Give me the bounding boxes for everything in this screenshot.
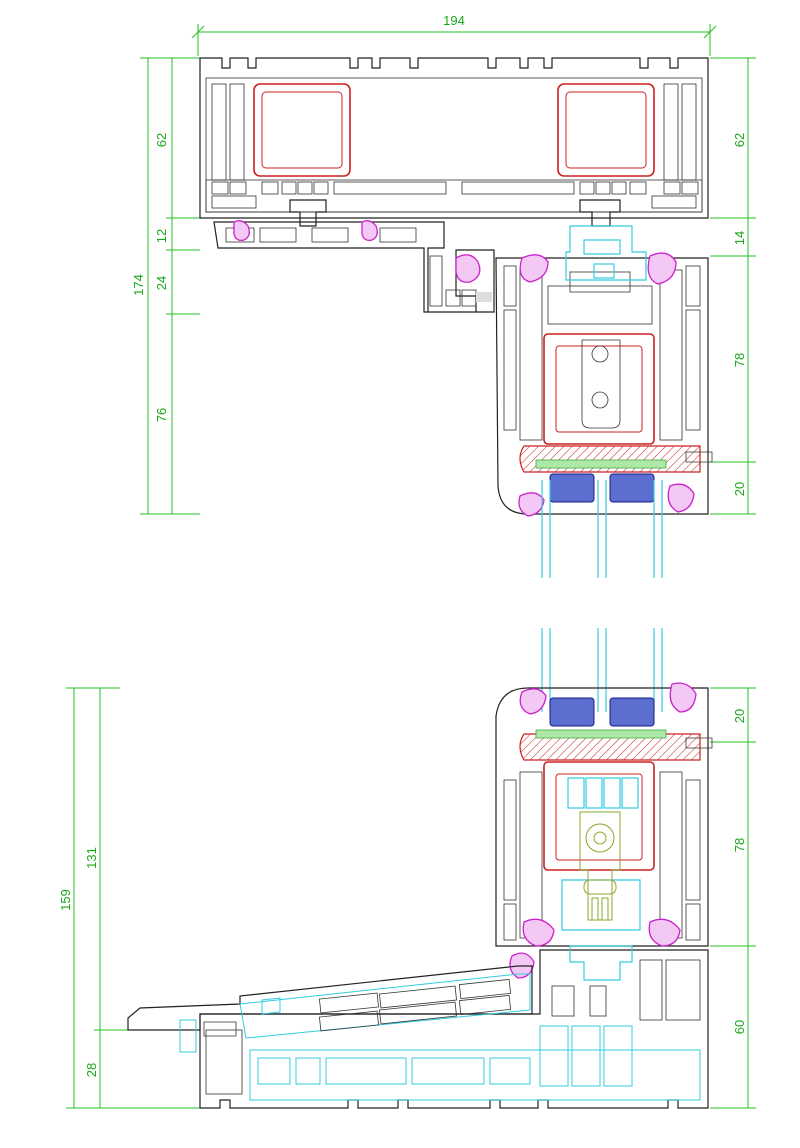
- sill-sash: [495, 682, 713, 947]
- sloped-sill-extension: [127, 965, 533, 1053]
- gasket-sill-sash-3: [522, 918, 555, 947]
- head-left-sash: [213, 220, 495, 313]
- gasket-head-left-3: [455, 254, 481, 283]
- head-frame-profile: [199, 57, 709, 227]
- gasket-sill-sash-1: [519, 688, 547, 715]
- dimension-label-sill-right-frame: 60: [732, 1020, 747, 1034]
- spacer-sill-right: [609, 697, 655, 727]
- dimension-label-sill-right-sash: 78: [732, 838, 747, 852]
- gasket-head-left-2: [361, 220, 378, 242]
- steel-reinforcement-right: [557, 83, 655, 177]
- dimension-label-head-right-glazing: 20: [732, 482, 747, 496]
- dimension-label-head-left-sash-top: 24: [154, 276, 169, 290]
- glass-panes: [541, 480, 663, 712]
- spacer-head-right: [609, 473, 655, 503]
- sill-frame: [199, 945, 709, 1109]
- dimension-label-top-width: 194: [443, 13, 465, 28]
- dimension-label-head-right-gap: 14: [732, 231, 747, 245]
- gasket-head-sash-2: [647, 252, 677, 285]
- dimension-label-head-left-total: 174: [131, 274, 146, 296]
- gasket-sill-sash-4: [648, 918, 681, 947]
- dimension-head-right: 62 14 78 20: [710, 57, 756, 515]
- dimension-sill-right: 20 78 60: [710, 687, 756, 1109]
- gasket-sill-sash-2: [669, 682, 697, 713]
- dimension-label-sill-right-glazing: 20: [732, 709, 747, 723]
- dimension-label-head-right-sash: 78: [732, 353, 747, 367]
- dimension-label-head-right-frame: 62: [732, 133, 747, 147]
- dimension-sill-left: 159 131 28: [58, 687, 200, 1109]
- dimension-label-head-left-frame: 62: [154, 133, 169, 147]
- dimension-top-width: 194: [191, 13, 717, 56]
- steel-reinforcement-sash-sill: [543, 761, 655, 871]
- gasket-head-sash-4: [667, 483, 695, 513]
- hardware-lock-mechanism: [579, 811, 621, 921]
- gasket-head-sash-1: [519, 254, 549, 283]
- gasket-head-sash-3: [518, 492, 545, 517]
- dimension-label-head-left-sash: 76: [154, 408, 169, 422]
- dimension-head-left: 62 12 24 76 174: [131, 57, 200, 515]
- glazing-bead-sill: [519, 733, 701, 761]
- steel-reinforcement-left: [253, 83, 351, 177]
- head-right-sash: [495, 225, 713, 517]
- gasket-head-left-1: [233, 220, 250, 242]
- spacer-head-left: [549, 473, 595, 503]
- dimension-label-head-left-gap: 12: [154, 229, 169, 243]
- steel-reinforcement-sash-head: [543, 333, 655, 445]
- spacer-sill-left: [549, 697, 595, 727]
- dimension-label-sill-left-lower: 28: [84, 1063, 99, 1077]
- dimension-label-sill-left-upper: 131: [84, 847, 99, 869]
- dimension-label-sill-left-total: 159: [58, 889, 73, 911]
